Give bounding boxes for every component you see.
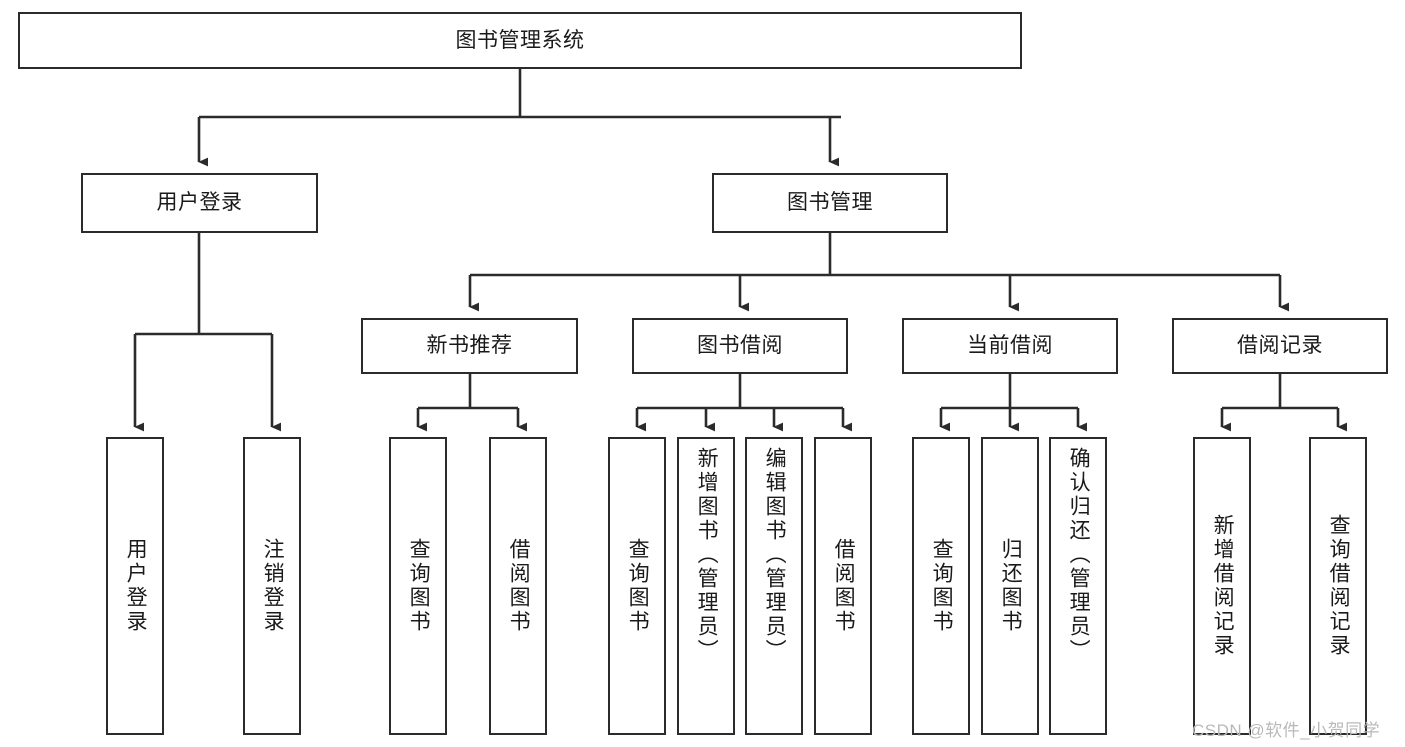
node-leaf-edit-book-admin[interactable]: 编辑图书（管理员） <box>745 437 803 735</box>
node-leaf-logout[interactable]: 注销登录 <box>243 437 301 735</box>
node-book-management-label: 图书管理 <box>787 191 873 215</box>
node-current-borrow[interactable]: 当前借阅 <box>902 318 1118 374</box>
node-current-borrow-label: 当前借阅 <box>967 334 1053 358</box>
node-leaf-query-borrow-record-label: 查询借阅记录 <box>1327 514 1351 658</box>
node-root-book-management-system[interactable]: 图书管理系统 <box>18 12 1022 69</box>
node-leaf-borrow-book-recommend[interactable]: 借阅图书 <box>489 437 547 735</box>
node-user-login-label: 用户登录 <box>156 191 243 215</box>
node-leaf-user-login-label: 用户登录 <box>124 538 148 634</box>
node-leaf-query-book-recommend[interactable]: 查询图书 <box>389 437 447 735</box>
node-leaf-add-book-admin[interactable]: 新增图书（管理员） <box>677 437 735 735</box>
node-leaf-query-book-current-label: 查询图书 <box>930 538 954 634</box>
node-leaf-query-book-recommend-label: 查询图书 <box>407 538 431 634</box>
node-new-book-recommend[interactable]: 新书推荐 <box>361 318 578 374</box>
node-new-book-recommend-label: 新书推荐 <box>426 334 513 358</box>
node-leaf-query-book-borrow[interactable]: 查询图书 <box>608 437 666 735</box>
csdn-watermark: CSDN @软件_小贺同学 <box>1192 721 1381 740</box>
node-leaf-query-borrow-record[interactable]: 查询借阅记录 <box>1309 437 1367 735</box>
node-leaf-borrow-book[interactable]: 借阅图书 <box>814 437 872 735</box>
node-leaf-user-login[interactable]: 用户登录 <box>106 437 164 735</box>
node-leaf-borrow-book-label: 借阅图书 <box>832 538 856 634</box>
node-user-login[interactable]: 用户登录 <box>81 173 318 233</box>
node-leaf-add-borrow-record-label: 新增借阅记录 <box>1211 514 1235 658</box>
node-leaf-edit-book-admin-label: 编辑图书（管理员） <box>763 447 787 663</box>
node-leaf-return-book-label: 归还图书 <box>999 538 1023 634</box>
node-leaf-add-borrow-record[interactable]: 新增借阅记录 <box>1193 437 1251 735</box>
node-leaf-logout-label: 注销登录 <box>261 538 285 634</box>
node-leaf-confirm-return-admin-label: 确认归还（管理员） <box>1067 447 1091 663</box>
node-book-management[interactable]: 图书管理 <box>712 173 948 233</box>
node-borrow-record[interactable]: 借阅记录 <box>1172 318 1388 374</box>
node-root-label: 图书管理系统 <box>455 28 585 52</box>
node-leaf-borrow-book-recommend-label: 借阅图书 <box>507 538 531 634</box>
node-leaf-add-book-admin-label: 新增图书（管理员） <box>695 447 719 663</box>
node-book-borrow[interactable]: 图书借阅 <box>632 318 848 374</box>
node-borrow-record-label: 借阅记录 <box>1237 334 1323 358</box>
node-leaf-confirm-return-admin[interactable]: 确认归还（管理员） <box>1049 437 1107 735</box>
node-book-borrow-label: 图书借阅 <box>697 334 783 358</box>
node-leaf-query-book-current[interactable]: 查询图书 <box>912 437 970 735</box>
node-leaf-query-book-borrow-label: 查询图书 <box>626 538 650 634</box>
node-leaf-return-book[interactable]: 归还图书 <box>981 437 1039 735</box>
